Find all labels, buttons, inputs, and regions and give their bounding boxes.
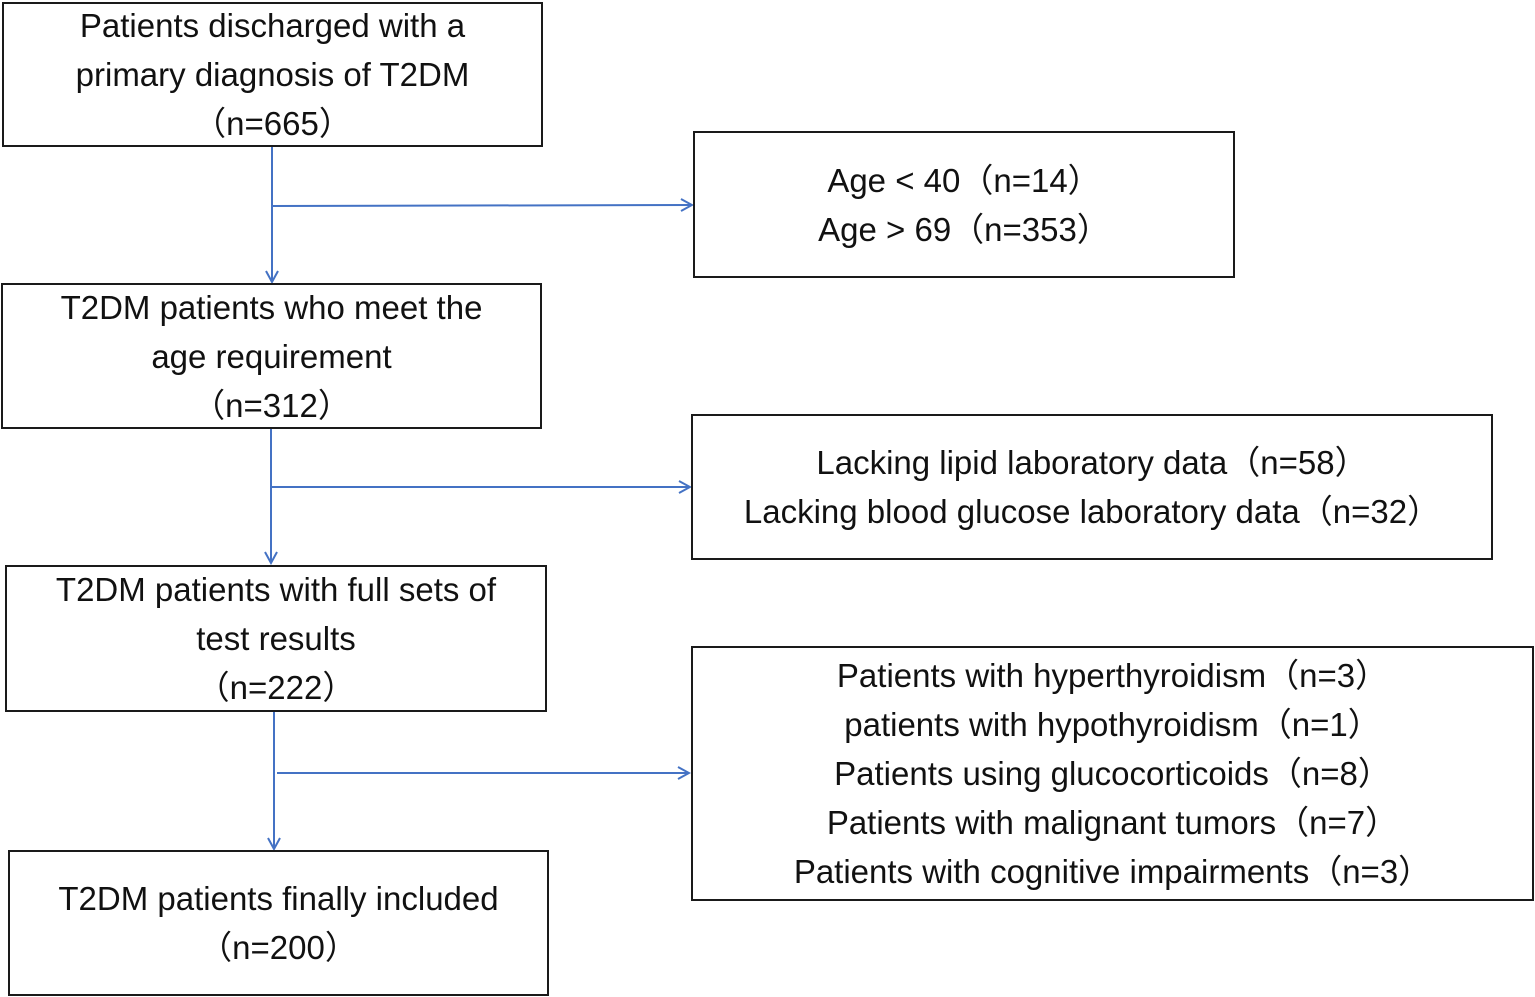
step-box-age-requirement: T2DM patients who meet the age requireme… bbox=[1, 283, 542, 429]
step-box-discharged: Patients discharged with a primary diagn… bbox=[2, 2, 543, 147]
exclusion-reason: Age > 69（n=353） bbox=[818, 210, 1110, 248]
step-text-line: T2DM patients finally included bbox=[58, 880, 499, 917]
step-count: （n=312） bbox=[192, 386, 351, 424]
exclusion-reason: Lacking blood glucose laboratory data（n=… bbox=[743, 493, 1441, 530]
exclusion-reason: Patients with hyperthyroidism（n=3） bbox=[836, 657, 1389, 694]
exclusion-box-comorbidities: Patients with hyperthyroidism（n=3） patie… bbox=[691, 646, 1534, 901]
step-box-finally-included: T2DM patients finally included （n=200） bbox=[8, 850, 549, 996]
step-text-line: T2DM patients with full sets of bbox=[55, 571, 497, 608]
exclusion-box-missing-labs: Lacking lipid laboratory data（n=58） Lack… bbox=[691, 414, 1493, 560]
step-box-full-test-results: T2DM patients with full sets of test res… bbox=[5, 565, 547, 712]
step-text-line: age requirement bbox=[151, 337, 392, 375]
step-text-line: Patients discharged with a bbox=[79, 7, 466, 44]
exclusion-reason: Patients with cognitive impairments（n=3） bbox=[793, 853, 1432, 890]
step-text-line: T2DM patients who meet the bbox=[60, 288, 483, 326]
exclusion-reason: patients with hypothyroidism（n=1） bbox=[844, 706, 1381, 743]
step-count: （n=665） bbox=[193, 105, 352, 142]
exclusion-reason: Patients using glucocorticoids（n=8） bbox=[834, 755, 1391, 792]
exclusion-reason: Age < 40（n=14） bbox=[827, 161, 1101, 199]
arrow-step1-to-exclusion1 bbox=[271, 205, 692, 206]
exclusion-box-age: Age < 40（n=14） Age > 69（n=353） bbox=[693, 131, 1235, 278]
exclusion-reason: Lacking lipid laboratory data（n=58） bbox=[816, 444, 1368, 481]
exclusion-reason: Patients with malignant tumors（n=7） bbox=[826, 804, 1399, 841]
step-count: （n=222） bbox=[196, 669, 356, 706]
step-count: （n=200） bbox=[199, 929, 358, 966]
step-text-line: test results bbox=[196, 620, 356, 657]
step-text-line: primary diagnosis of T2DM bbox=[75, 56, 470, 93]
